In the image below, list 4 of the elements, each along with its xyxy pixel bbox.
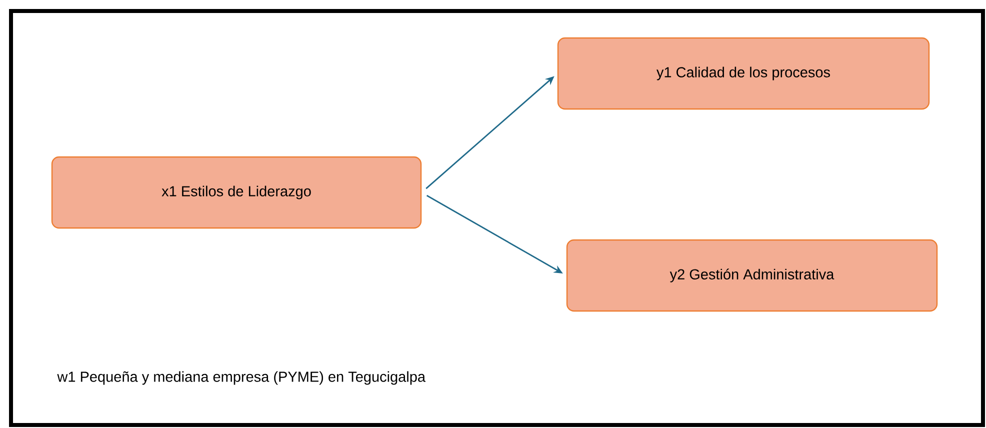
process-box: y1 Calidad de los procesos (557, 37, 930, 110)
process-box: x1 Estilos de Liderazgo (51, 156, 422, 229)
process-box: y2 Gestión Administrativa (566, 239, 938, 312)
note-text: w1 Pequeña y mediana empresa (PYME) en Tegucigalpa (57, 371, 426, 385)
